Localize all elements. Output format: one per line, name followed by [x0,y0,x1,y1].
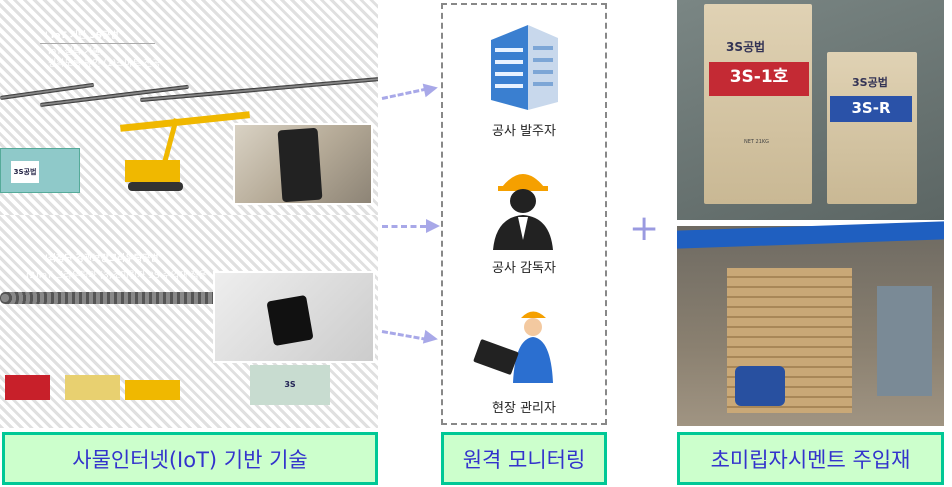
arrow-line [381,330,428,341]
role-label: 공사 감독자 [492,261,556,276]
office-building-icon [491,25,558,110]
site-manager-tablet-icon [473,311,553,383]
cement-bags-photo: 3S공법 3S-1호 NET 21KG 3S공법 3S-R [677,0,944,220]
panel-text: (2)IoT 그라우팅과 (3)초미립자 3S 주입재 적용 [26,271,207,281]
role-label: 현장 관리자 [492,401,556,416]
iot-3s-method-panel: ' IoT 기반 3S공법 ' IoT 접목 기술, 정확도를 높인 (1)스마… [0,0,378,215]
plus-icon: + [629,208,660,249]
smartphone [266,294,314,347]
blue-tarp [735,366,785,406]
bag-name: 3S-1호 [709,62,809,96]
remote-monitoring-box: 공사 발주자 공사 감독자 현장 관리자 [441,3,607,425]
panel-text: 정확도를 높인 (1)스마트 천공 [48,59,161,69]
panel-title: '최첨단 강관보강그라우팅공법' [45,254,162,264]
label-iot-technology: 사물인터넷(IoT) 기반 기술 [2,432,378,485]
container-logo: 3S공법 [11,161,39,183]
red-equipment [5,375,50,400]
tablet-notebook-photo [213,271,375,363]
grouting-rig [125,380,180,400]
bag-brand: 3S공법 [852,76,888,89]
divider [40,43,155,44]
blue-tent [677,221,944,249]
supervisor-hardhat-icon [493,174,553,250]
arrow-line [381,87,428,100]
drill-rig [125,160,180,182]
container-building: 3S공법 [0,148,80,193]
arrow-head-icon [426,219,440,233]
drill-boom [119,111,251,132]
smartphone [277,127,323,203]
arrow-head-icon [422,329,440,347]
site-storage-photo [677,221,944,426]
equipment [877,286,932,396]
bag-weight: NET 21KG [744,139,770,145]
arrow-head-icon [422,80,440,98]
arrow-line [382,225,426,228]
panel-title: ' IoT 기반 3S공법 ' [45,31,125,41]
crawler-track [128,182,183,191]
panel-text: IoT 접목 기술, [48,47,104,57]
grouting-method-panel: '최첨단 강관보강그라우팅공법' (2)IoT 그라우팅과 (3)초미립자 3S… [0,215,378,428]
cement-bag-3s-1: 3S공법 3S-1호 NET 21KG [704,4,812,204]
label-ultrafine-cement-grout: 초미립자시멘트 주입재 [677,432,944,485]
bag-brand: 3S공법 [726,40,766,54]
container-logo: 3S [250,365,330,405]
smartphone-photo [233,123,373,205]
role-label: 공사 발주자 [492,124,556,139]
cement-bag-3s-r: 3S공법 3S-R [827,52,917,204]
gravel-layer [0,292,220,304]
label-remote-monitoring: 원격 모니터링 [441,432,607,485]
mixer-equipment [65,375,120,400]
bag-name: 3S-R [830,96,912,122]
